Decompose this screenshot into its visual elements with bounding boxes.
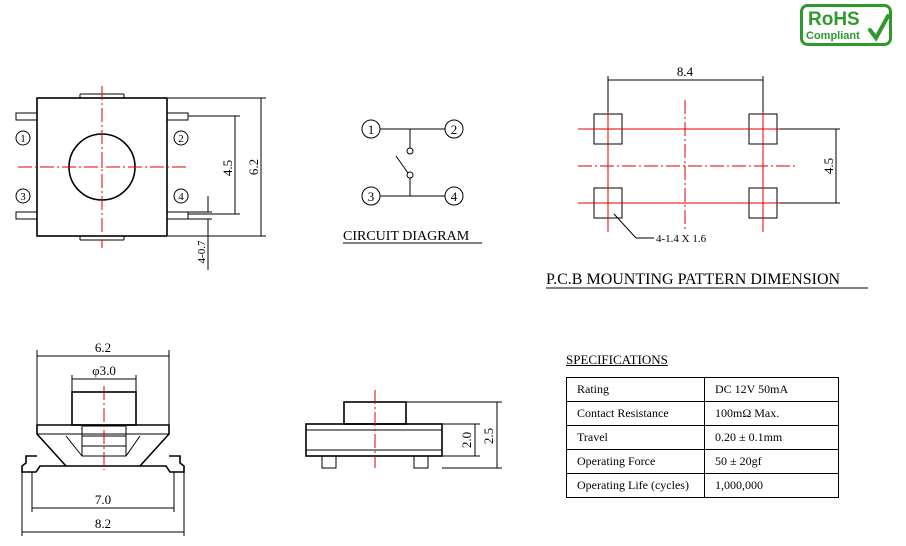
table-row: Contact Resistance 100mΩ Max. [566, 401, 839, 426]
dim-stem-diameter: φ3.0 [92, 363, 116, 378]
dim-pin-spacing: 4.5 [220, 160, 235, 176]
circuit-pin-4: 4 [451, 189, 458, 204]
spec-value: DC 12V 50mA [704, 377, 839, 402]
pcb-caption: P.C.B MOUNTING PATTERN DIMENSION [546, 271, 841, 288]
table-row: Rating DC 12V 50mA [566, 377, 839, 402]
spec-label: Travel [566, 425, 705, 450]
circuit-pin-2: 2 [451, 122, 458, 137]
circuit-diagram: 1 2 3 4 CIRCUIT DIAGRAM [343, 119, 482, 244]
pcb-mounting-pattern: 8.4 4.5 4-1.4 X 1.6 P.C.B MOUNTING PATTE… [546, 64, 868, 289]
rohs-compliant-badge: RoHS Compliant [800, 4, 892, 46]
rohs-title: RoHS [808, 9, 860, 30]
table-row: Operating Force 50 ± 20gf [566, 449, 839, 474]
pin-4-label: 4 [178, 191, 184, 203]
circuit-pin-3: 3 [368, 189, 375, 204]
table-row: Operating Life (cycles) 1,000,000 [566, 473, 839, 498]
front-view: 6.2 φ3.0 7.0 8.2 [21, 340, 185, 536]
dim-front-body: 6.2 [95, 340, 111, 355]
dim-pcb-width: 8.4 [677, 64, 694, 79]
spec-value: 50 ± 20gf [704, 449, 839, 474]
pin-1-label: 1 [20, 133, 26, 145]
pin-2-label: 2 [178, 133, 184, 145]
checkmark-icon [868, 14, 890, 42]
top-view: 1 2 3 4 4.5 6.2 4-0.7 [15, 86, 266, 270]
dim-leg-outer: 8.2 [95, 516, 111, 531]
pin-3-label: 3 [20, 191, 26, 203]
dim-pcb-height: 4.5 [821, 158, 836, 174]
spec-label: Rating [566, 377, 705, 402]
dim-leg-inner: 7.0 [95, 492, 111, 507]
spec-label: Operating Force [566, 449, 705, 474]
circuit-caption: CIRCUIT DIAGRAM [343, 229, 470, 244]
side-view: 2.0 2.5 [305, 390, 502, 469]
spec-value: 0.20 ± 0.1mm [704, 425, 839, 450]
spec-label: Operating Life (cycles) [566, 473, 705, 498]
pad-size-note: 4-1.4 X 1.6 [656, 233, 707, 245]
rohs-subtitle: Compliant [806, 30, 860, 42]
dim-side-total: 2.5 [481, 428, 496, 444]
specifications-title: SPECIFICATIONS [566, 352, 668, 367]
specifications-table: Rating DC 12V 50mA Contact Resistance 10… [566, 377, 839, 498]
dim-side-body: 2.0 [459, 432, 474, 448]
circuit-pin-1: 1 [368, 122, 375, 137]
spec-value: 1,000,000 [704, 473, 839, 498]
dim-body-height: 6.2 [246, 159, 261, 175]
table-row: Travel 0.20 ± 0.1mm [566, 425, 839, 450]
dim-pin-width: 4-0.7 [196, 240, 208, 263]
spec-value: 100mΩ Max. [704, 401, 839, 426]
spec-label: Contact Resistance [566, 401, 705, 426]
